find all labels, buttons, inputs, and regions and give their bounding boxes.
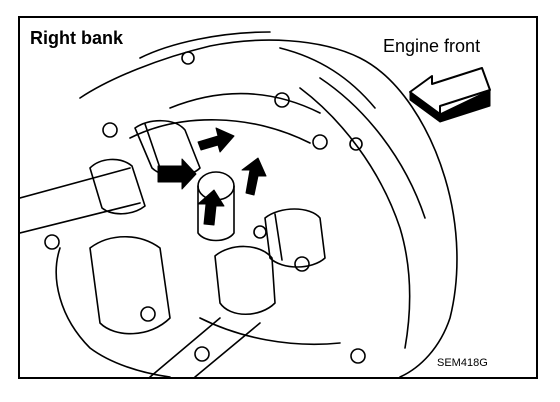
engine-front-arrow-shadow-tip — [409, 91, 441, 123]
upper-cap-edge — [144, 123, 161, 169]
cam-cap-arrow-icon — [197, 189, 225, 226]
head-flange-bottom — [199, 317, 341, 346]
bolt — [349, 137, 363, 151]
lower-cap-edge — [274, 213, 283, 261]
cam-cap-arrow-icon — [197, 127, 235, 153]
bolt — [44, 234, 60, 250]
lower-cam-lobe — [214, 245, 276, 315]
cylinder-head-drawing — [20, 31, 491, 377]
upper-camshaft — [20, 167, 141, 234]
bolt — [274, 92, 290, 108]
head-rib-3 — [169, 92, 321, 114]
figure-frame: Right bank Engine front SEM418G — [18, 16, 538, 379]
bolt — [181, 51, 195, 65]
engine-front-label: Engine front — [383, 36, 481, 56]
bolt — [350, 348, 366, 364]
figure-code: SEM418G — [437, 357, 488, 369]
head-rib-2 — [319, 77, 426, 219]
bolt — [102, 122, 118, 138]
head-rib-1 — [299, 87, 411, 349]
bolt — [140, 306, 156, 322]
lower-camshaft — [149, 317, 261, 377]
bolt — [194, 346, 210, 362]
bolt — [312, 134, 328, 150]
upper-cam-lobe — [89, 158, 146, 215]
head-casting-outline — [79, 39, 458, 377]
lower-journal-cap — [264, 208, 326, 268]
bolt — [253, 225, 267, 239]
cam-cap-arrow-icon — [241, 157, 267, 196]
engine-front-arrow-icon — [409, 67, 491, 115]
bolt — [294, 256, 310, 272]
head-casting-edge — [139, 31, 376, 109]
head-rib-4 — [129, 119, 311, 144]
valve-lifter-body — [197, 185, 235, 242]
lower-cam-body — [89, 236, 171, 335]
bank-label: Right bank — [30, 28, 123, 48]
head-flange-left — [55, 247, 171, 377]
cam-cap-arrow-icon — [157, 158, 197, 190]
